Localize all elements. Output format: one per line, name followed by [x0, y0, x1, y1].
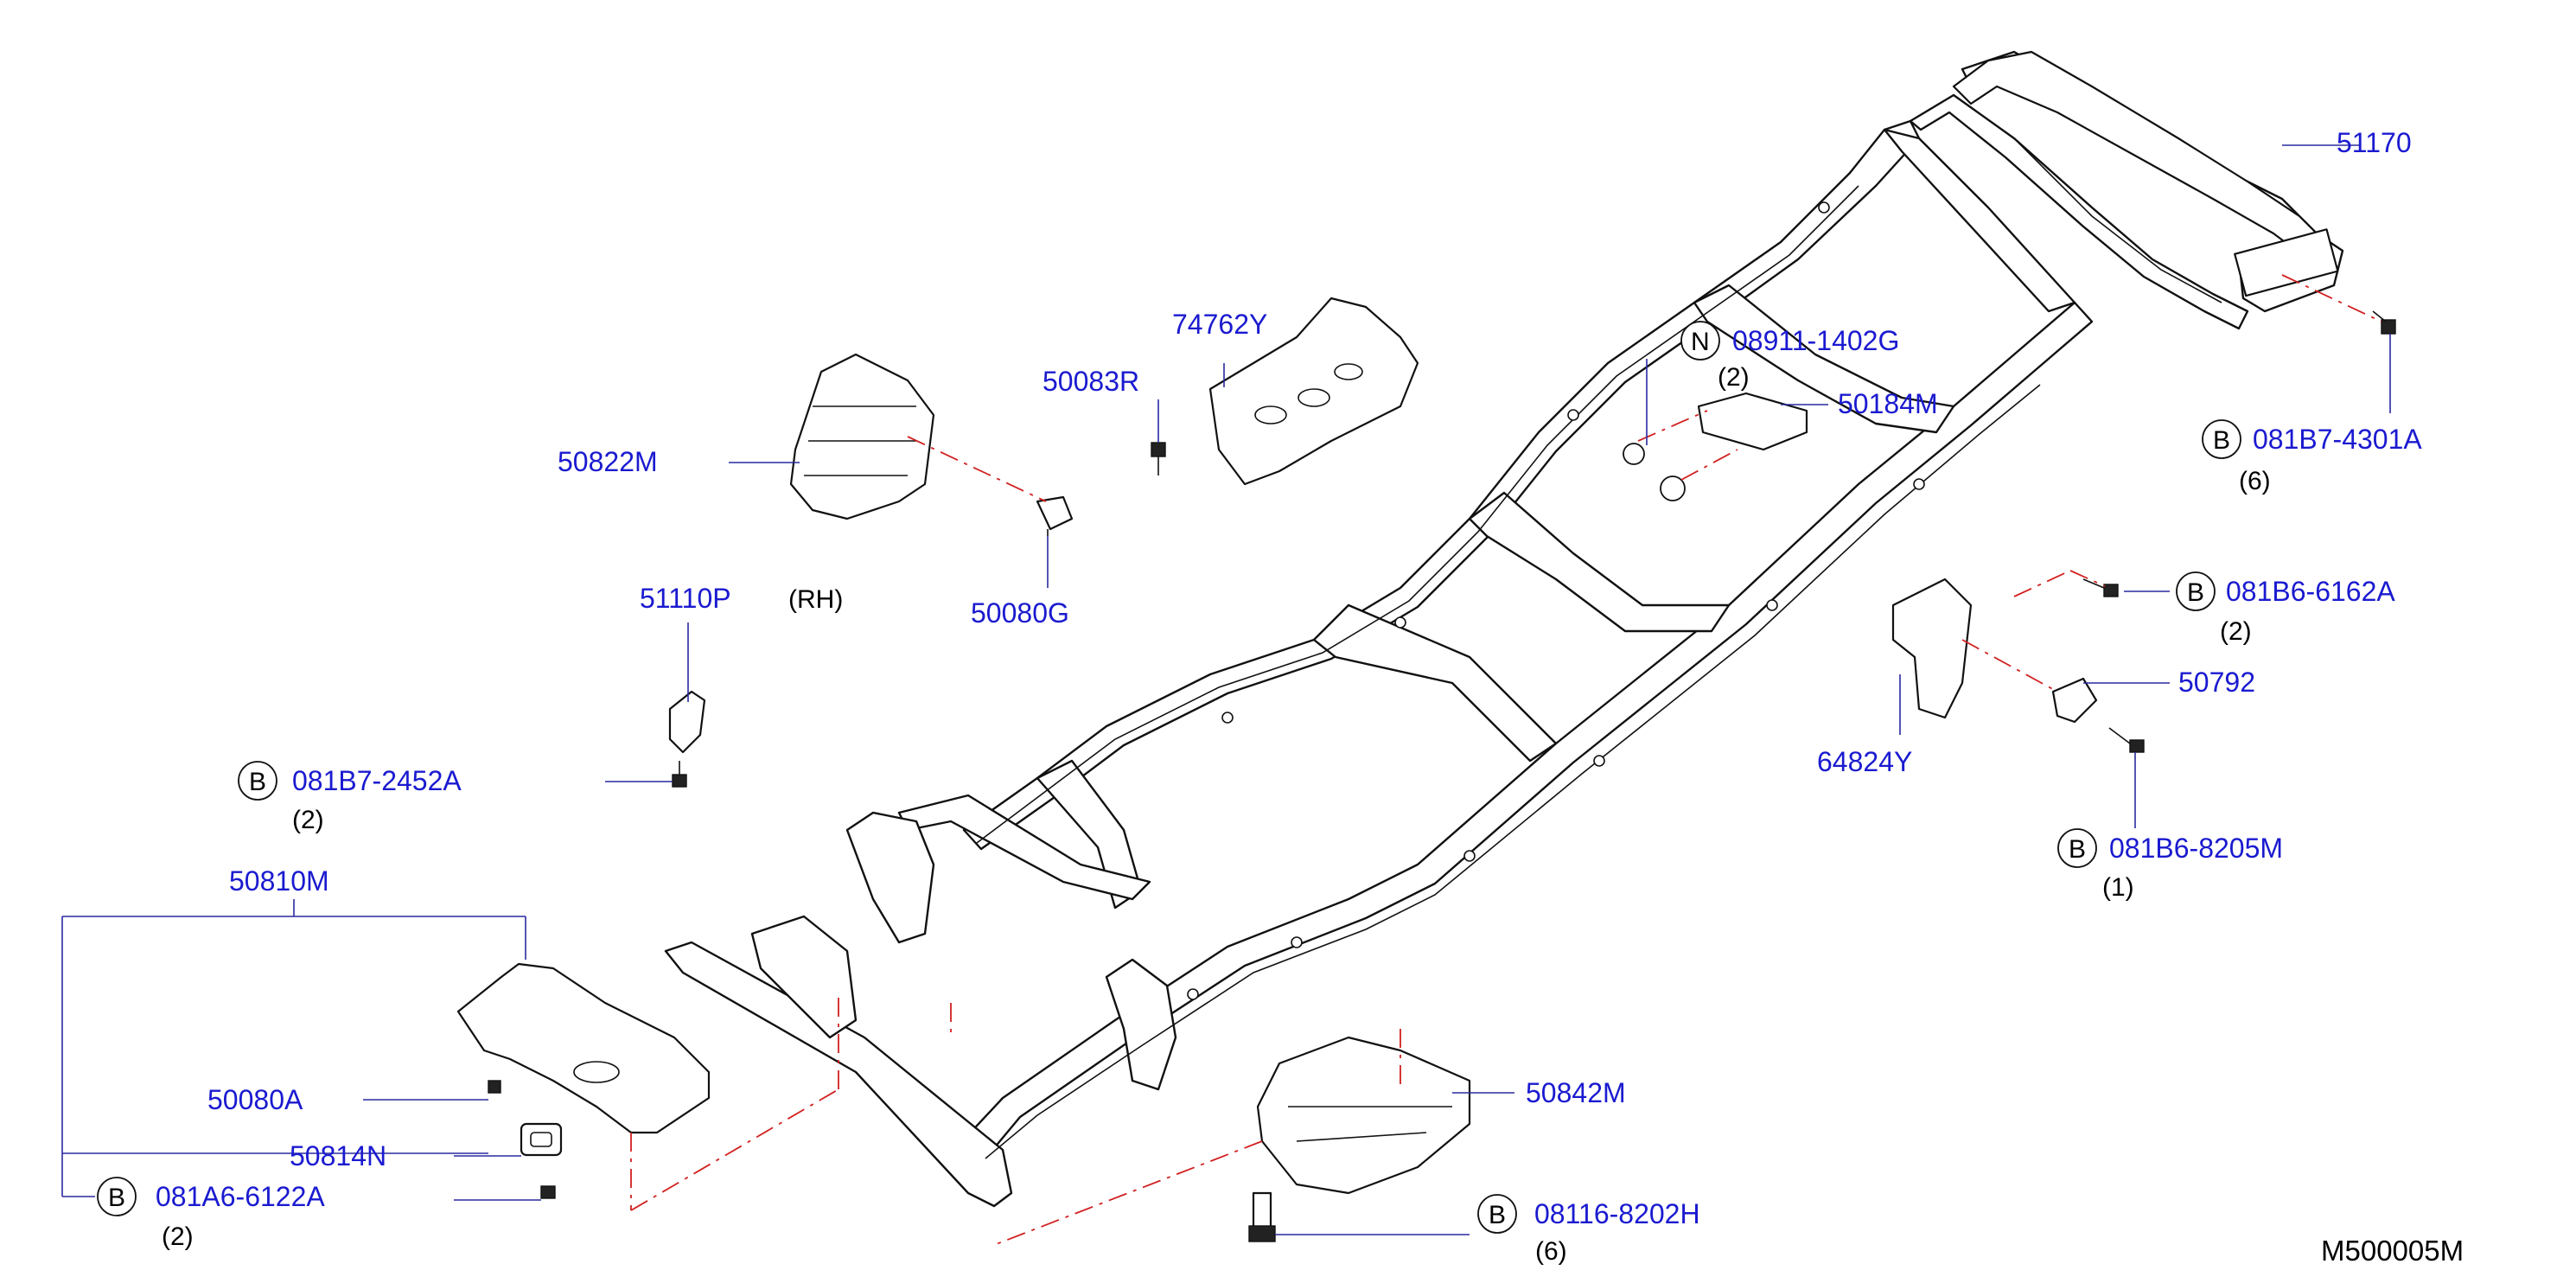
- part-51110P-bracket: [668, 690, 706, 754]
- label-50184M[interactable]: 50184M: [1838, 388, 1938, 419]
- label-081A6-6122A[interactable]: 081A6-6122A: [156, 1181, 325, 1212]
- qty-081B6-8205M: (1): [2102, 873, 2134, 902]
- bolt-marker-icon: [1477, 1194, 1517, 1234]
- leader-lines: [61, 144, 2391, 1235]
- part-081B6-6162A-bolt: [2082, 578, 2119, 597]
- part-50083R-bolt: [1151, 442, 1166, 476]
- bolt-marker-letter: B: [108, 1184, 125, 1212]
- label-081B7-2452A[interactable]: 081B7-2452A: [292, 765, 462, 796]
- label-50810M[interactable]: 50810M: [229, 865, 329, 897]
- part-50842M-under-cover: [1256, 1036, 1471, 1195]
- part-51170-rear-member: [1952, 50, 2339, 297]
- nut-marker-letter: N: [1691, 328, 1710, 356]
- part-50080A-bolt: [488, 1080, 501, 1094]
- label-50083R[interactable]: 50083R: [1043, 366, 1139, 397]
- label-51170[interactable]: 51170: [2337, 127, 2412, 158]
- part-081A6-6122A-bolt: [540, 1185, 556, 1199]
- bolt-marker-letter: B: [1489, 1201, 1506, 1229]
- label-08911-1402G[interactable]: 08911-1402G: [1732, 325, 1899, 356]
- part-081B6-8205M-bolt: [2108, 727, 2145, 753]
- part-081B7-4301A-bolt: [2372, 310, 2396, 335]
- part-50080G-clip: [1036, 495, 1074, 536]
- label-50080A[interactable]: 50080A: [207, 1084, 303, 1115]
- phantom-lines: [630, 274, 2382, 1246]
- part-50822M-bracket: [789, 353, 935, 520]
- part-64824Y-bracket: [1891, 578, 1973, 719]
- bolt-marker-icon: [238, 761, 277, 801]
- qty-081A6-6122A: (2): [162, 1222, 194, 1251]
- bolt-marker-icon: [2057, 828, 2097, 868]
- bolt-marker-letter: B: [249, 768, 266, 796]
- part-081B7-2452A-bolt: [672, 761, 687, 788]
- part-50792-bracket: [2051, 677, 2098, 724]
- bolt-marker-letter: B: [2069, 835, 2086, 864]
- part-labels: 51170 74762Y 50083R 50822M 50080G N 0891…: [97, 127, 2464, 1267]
- bolt-marker-icon: [97, 1177, 137, 1216]
- diagram-code: M500005M: [2321, 1235, 2464, 1267]
- label-50842M[interactable]: 50842M: [1526, 1077, 1626, 1108]
- chassis-frame: [664, 50, 2344, 1208]
- part-74762Y-heat-shield: [1208, 297, 1419, 486]
- qty-081B6-6162A: (2): [2220, 617, 2252, 646]
- label-081B6-8205M[interactable]: 081B6-8205M: [2109, 833, 2283, 864]
- part-50814N-pad: [520, 1122, 563, 1157]
- rh-note: (RH): [788, 585, 843, 614]
- bolt-marker-letter: B: [2213, 426, 2230, 455]
- qty-08116-8202H: (6): [1535, 1237, 1567, 1266]
- bolt-marker-icon: [2176, 571, 2216, 611]
- label-64824Y[interactable]: 64824Y: [1817, 746, 1912, 777]
- label-50792[interactable]: 50792: [2178, 667, 2255, 698]
- part-50810M-skid-plate: [456, 962, 711, 1134]
- label-74762Y[interactable]: 74762Y: [1172, 309, 1267, 340]
- part-50184M-bracket: [1623, 392, 1808, 501]
- bolt-marker-letter: B: [2187, 578, 2204, 607]
- label-50080G[interactable]: 50080G: [971, 597, 1069, 629]
- label-50822M[interactable]: 50822M: [558, 446, 658, 477]
- bolt-marker-icon: [2202, 419, 2241, 459]
- label-50814N[interactable]: 50814N: [290, 1140, 386, 1171]
- qty-08911-1402G: (2): [1718, 363, 1750, 392]
- label-081B6-6162A[interactable]: 081B6-6162A: [2226, 576, 2395, 607]
- qty-081B7-4301A: (6): [2239, 467, 2271, 495]
- part-08116-8202H-bolt: [1248, 1191, 1276, 1242]
- label-081B7-4301A[interactable]: 081B7-4301A: [2253, 424, 2422, 455]
- label-08116-8202H[interactable]: 08116-8202H: [1534, 1198, 1700, 1229]
- nut-marker-icon: [1680, 321, 1720, 361]
- qty-081B7-2452A: (2): [292, 806, 324, 834]
- label-51110P[interactable]: 51110P: [640, 583, 731, 614]
